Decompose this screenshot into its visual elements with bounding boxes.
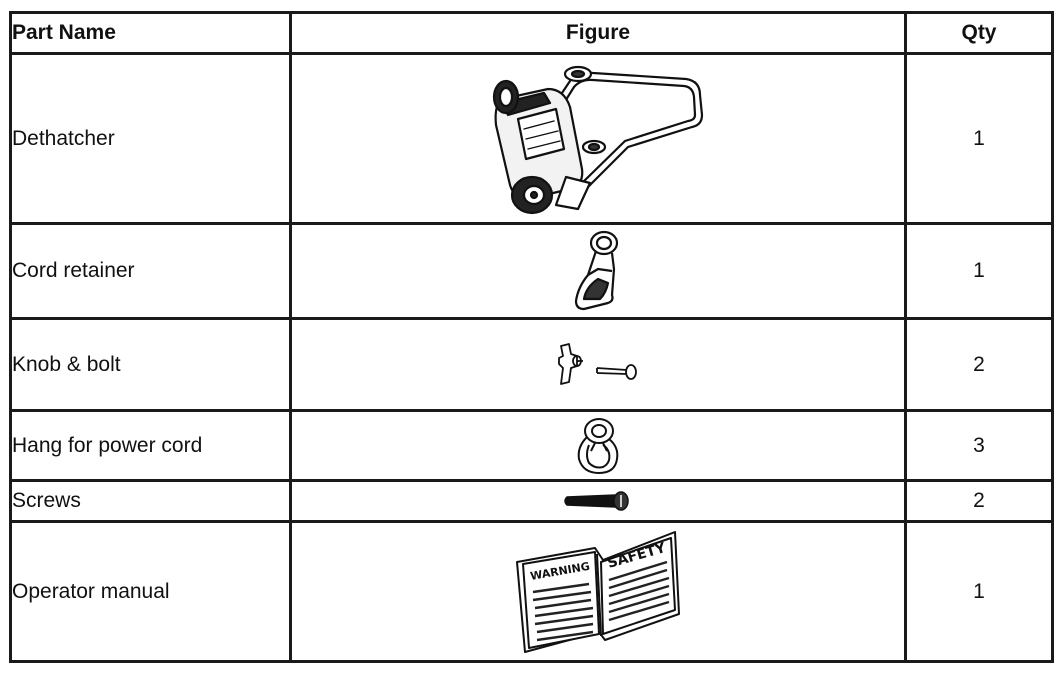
figure-cell — [289, 317, 907, 412]
cord-retainer-icon — [574, 230, 619, 310]
table-row: Operator manual WARNING SAFETY — [9, 520, 1054, 663]
manual-book-icon: WARNING SAFETY — [516, 530, 680, 653]
figure-cell — [289, 222, 907, 320]
qty-cell: 2 — [904, 317, 1054, 412]
part-name-cell: Knob & bolt — [9, 317, 292, 412]
part-name-cell: Screws — [9, 479, 292, 523]
header-figure: Figure — [289, 11, 907, 55]
figure-cell: WARNING SAFETY — [289, 520, 907, 663]
qty-cell: 1 — [904, 520, 1054, 663]
knob-and-bolt-icon — [558, 342, 637, 385]
qty-cell: 1 — [904, 222, 1054, 320]
figure-cell — [289, 52, 907, 225]
table-row: Dethatcher — [9, 52, 1054, 225]
table-row: Knob & bolt 2 — [9, 317, 1054, 412]
table-row: Hang for power cord 3 — [9, 409, 1054, 482]
header-qty: Qty — [904, 11, 1054, 55]
table-row: Screws 2 — [9, 479, 1054, 523]
table-header-row: Part Name Figure Qty — [9, 11, 1054, 55]
figure-cell — [289, 479, 907, 523]
cord-hanger-icon — [577, 417, 619, 474]
figure-cell — [289, 409, 907, 482]
screw-icon — [564, 491, 629, 511]
header-part-name: Part Name — [9, 11, 292, 55]
dethatcher-icon — [492, 65, 704, 214]
part-name-cell: Hang for power cord — [9, 409, 292, 482]
part-name-cell: Dethatcher — [9, 52, 292, 225]
qty-cell: 3 — [904, 409, 1054, 482]
qty-cell: 2 — [904, 479, 1054, 523]
part-name-cell: Cord retainer — [9, 222, 292, 320]
qty-cell: 1 — [904, 52, 1054, 225]
parts-list-table: Part Name Figure Qty Dethatcher — [9, 11, 1054, 663]
table-row: Cord retainer 1 — [9, 222, 1054, 320]
part-name-cell: Operator manual — [9, 520, 292, 663]
